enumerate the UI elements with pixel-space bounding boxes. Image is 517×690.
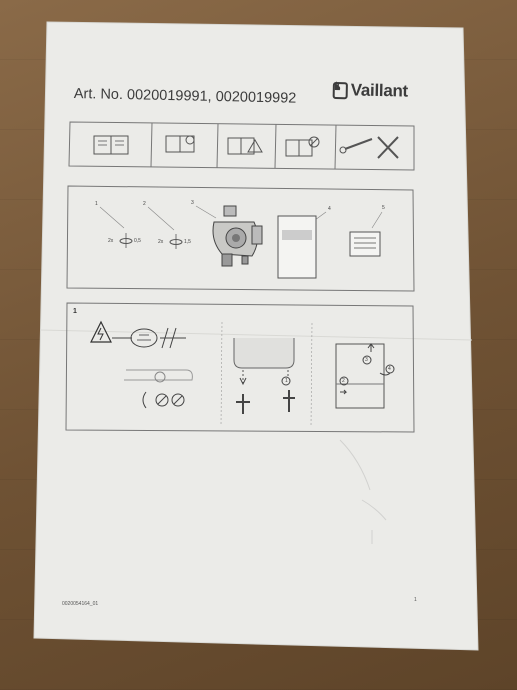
document-code: 0020054164_01 bbox=[62, 601, 99, 607]
callout-4: 4 bbox=[328, 206, 331, 212]
part-5-manual bbox=[349, 211, 383, 257]
brand-name: Vaillant bbox=[350, 80, 409, 101]
vaillant-hare-icon bbox=[332, 81, 348, 99]
casing-removal-diagram bbox=[335, 343, 395, 409]
electric-warning-icon bbox=[90, 320, 112, 343]
part-1-quantity: 2x bbox=[108, 238, 114, 244]
manual-info-icon bbox=[165, 135, 195, 153]
callout-2: 2 bbox=[143, 201, 146, 207]
boiler-outline bbox=[124, 369, 193, 383]
step-1-panel bbox=[65, 302, 415, 433]
part-2-size: 1,5 bbox=[184, 239, 191, 245]
paper-sheet bbox=[33, 21, 479, 651]
circled-step-1: 1 bbox=[285, 378, 288, 384]
callout-5: 5 bbox=[382, 205, 385, 211]
part-1-size: 0,5 bbox=[134, 238, 141, 244]
parts-panel bbox=[66, 185, 415, 292]
manual-warning-icon bbox=[227, 137, 263, 155]
shutoff-valves-icon bbox=[142, 391, 185, 409]
fold-crease bbox=[39, 329, 473, 341]
callout-3: 3 bbox=[191, 200, 194, 206]
plug-disconnect-icon bbox=[112, 327, 186, 349]
manual-read-icon bbox=[93, 135, 129, 155]
show-through-marks bbox=[339, 439, 387, 544]
tools-icon bbox=[339, 136, 399, 159]
page-number: 1 bbox=[414, 597, 417, 603]
part-2-quantity: 2x bbox=[158, 239, 164, 245]
circled-step-2: 2 bbox=[342, 378, 345, 384]
part-3-valve-assembly bbox=[195, 205, 263, 267]
icon-strip bbox=[68, 121, 415, 171]
circled-step-4: 4 bbox=[388, 366, 391, 372]
circled-step-3: 3 bbox=[365, 357, 368, 363]
part-1-gasket bbox=[99, 206, 133, 248]
manual-prohibited-icon bbox=[285, 136, 320, 157]
step-number: 1 bbox=[73, 308, 77, 315]
part-4-label-sheet bbox=[277, 211, 327, 279]
brand-logo: Vaillant bbox=[332, 80, 409, 102]
callout-1: 1 bbox=[95, 201, 98, 207]
part-2-gasket bbox=[147, 206, 183, 249]
boiler-bottom-fittings bbox=[233, 338, 295, 414]
